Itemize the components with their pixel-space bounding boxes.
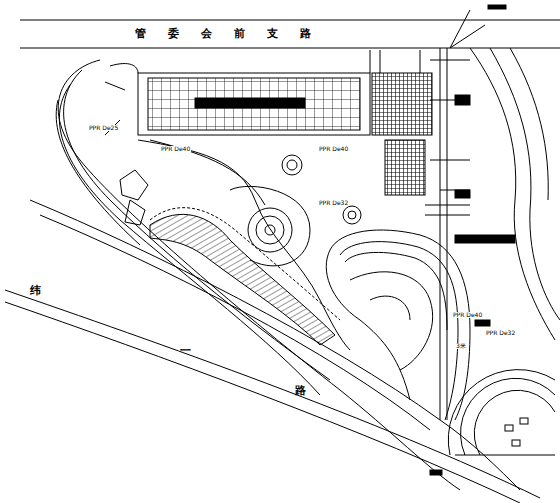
pipe-label: 3米: [455, 343, 467, 349]
road-name: 一: [180, 345, 191, 356]
pipe-label: PPR De40: [160, 146, 191, 152]
pipe-label: PPR De32: [318, 200, 349, 206]
road-name: 管委会前支路: [135, 28, 333, 39]
pipe-label: PPR De40: [318, 146, 349, 152]
pipe-label: PPR De25: [88, 125, 119, 131]
pipe-label: PPR De40: [452, 312, 483, 318]
road-name: 路: [295, 385, 306, 396]
road-name: 纬: [30, 285, 41, 296]
pipe-label: PPR De32: [485, 330, 516, 336]
